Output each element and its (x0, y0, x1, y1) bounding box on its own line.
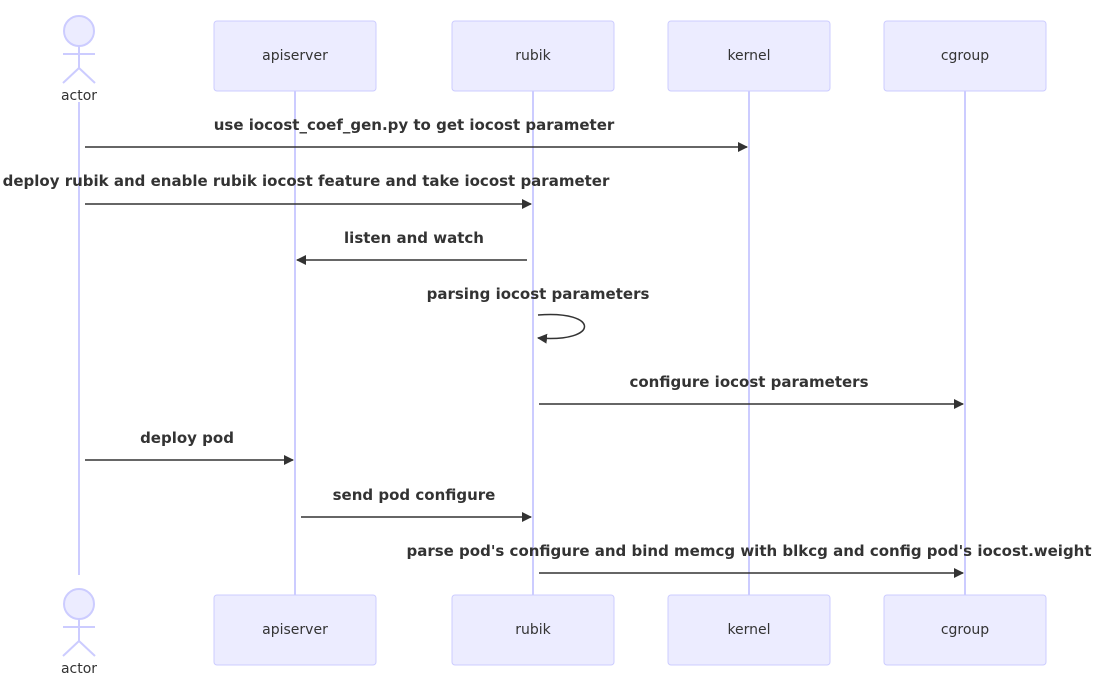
participant-kernel-top: kernel (667, 20, 831, 92)
actor-label-bottom: actor (61, 661, 97, 677)
message-label: listen and watch (344, 229, 484, 247)
participant-label-kernel-top: kernel (727, 48, 770, 64)
message-label: deploy pod (140, 429, 234, 447)
participant-apiserver-bottom: apiserver (213, 594, 377, 666)
message-4: parsing iocost parameters (427, 285, 650, 344)
participant-apiserver-top: apiserver (213, 20, 377, 92)
message-5: configure iocost parameters (539, 373, 964, 409)
message-2: deploy rubik and enable rubik iocost fea… (3, 172, 610, 209)
message-label: use iocost_coef_gen.py to get iocost par… (214, 116, 615, 134)
message-8: parse pod's configure and bind memcg wit… (406, 542, 1092, 578)
participant-label-apiserver-bottom: apiserver (262, 622, 328, 638)
message-label: parse pod's configure and bind memcg wit… (406, 542, 1091, 560)
participant-rubik-top: rubik (451, 20, 615, 92)
participant-label-cgroup-top: cgroup (941, 48, 989, 64)
participant-label-kernel-bottom: kernel (727, 622, 770, 638)
message-label: parsing iocost parameters (427, 285, 650, 303)
participant-label-apiserver-top: apiserver (262, 48, 328, 64)
participant-label-rubik-bottom: rubik (515, 622, 551, 638)
lifelines (78, 91, 966, 595)
participant-label-rubik-top: rubik (515, 48, 551, 64)
self-message-arrow (537, 313, 585, 344)
message-7: send pod configure (301, 486, 532, 522)
participant-cgroup-top: cgroup (883, 20, 1047, 92)
messages: use iocost_coef_gen.py to get iocost par… (3, 116, 1092, 578)
participant-label-cgroup-bottom: cgroup (941, 622, 989, 638)
message-label: configure iocost parameters (629, 373, 868, 391)
participants: actor actor apiserver apiserver rubik rubik ke… (61, 15, 1047, 677)
message-3: listen and watch (296, 229, 527, 265)
participant-rubik-bottom: rubik (451, 594, 615, 666)
message-1: use iocost_coef_gen.py to get iocost par… (85, 116, 748, 152)
message-label: send pod configure (333, 486, 496, 504)
actor-figure-top (62, 15, 96, 84)
actor-figure-bottom (62, 588, 96, 657)
actor-label-top: actor (61, 88, 97, 104)
participant-cgroup-bottom: cgroup (883, 594, 1047, 666)
message-label: deploy rubik and enable rubik iocost fea… (3, 172, 610, 190)
participant-kernel-bottom: kernel (667, 594, 831, 666)
message-6: deploy pod (85, 429, 294, 465)
